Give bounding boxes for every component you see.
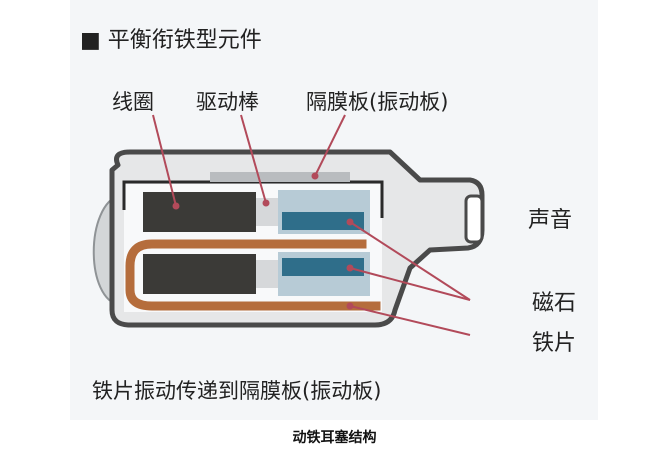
armature-iron-piece bbox=[125, 239, 381, 311]
label-sound: 声音 bbox=[528, 208, 573, 233]
label-drive-rod: 驱动棒 bbox=[196, 90, 259, 114]
figure-caption: 动铁耳塞结构 bbox=[292, 430, 377, 446]
pointer-diaphragm bbox=[314, 114, 346, 177]
magnet-lower bbox=[282, 258, 364, 276]
description-text: 铁片振动传递到隔膜板(振动板) bbox=[92, 379, 382, 403]
pointer-magnet-1-dot bbox=[346, 218, 354, 226]
coil-upper bbox=[143, 192, 256, 232]
pointer-iron-piece bbox=[349, 305, 471, 336]
magnet-upper bbox=[282, 212, 364, 230]
pointer-magnet-2 bbox=[349, 267, 471, 301]
pointer-iron-piece-dot bbox=[346, 302, 354, 310]
diagram-title: ■ 平衡衔铁型元件 bbox=[80, 28, 262, 53]
top-bump bbox=[210, 172, 350, 182]
label-magnet: 磁石 bbox=[532, 291, 577, 316]
pointer-diaphragm-dot bbox=[311, 172, 319, 180]
pointer-drive-rod bbox=[240, 114, 267, 204]
label-iron-piece: 铁片 bbox=[532, 331, 577, 356]
label-coil: 线圈 bbox=[112, 90, 154, 114]
drive-rod-lower bbox=[256, 260, 278, 288]
pointer-coil bbox=[152, 114, 177, 207]
pointer-magnet-1 bbox=[349, 221, 471, 301]
label-diaphragm: 隔膜板(振动板) bbox=[306, 90, 449, 114]
pointer-coil-dot bbox=[172, 202, 180, 210]
drive-rod-upper bbox=[256, 198, 278, 226]
pointer-magnet-2-dot bbox=[346, 264, 354, 272]
pointer-drive-rod-dot bbox=[262, 199, 270, 207]
coil-lower bbox=[143, 254, 256, 294]
sound-port bbox=[464, 194, 484, 244]
